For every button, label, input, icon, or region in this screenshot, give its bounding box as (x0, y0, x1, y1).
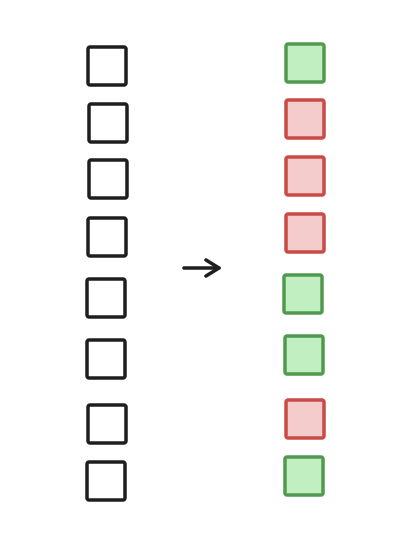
red-box (284, 212, 326, 254)
green-box (284, 42, 326, 84)
green-box (283, 334, 325, 376)
arrow-right-icon (182, 258, 221, 278)
green-box (283, 455, 325, 497)
red-box (284, 98, 326, 140)
empty-box (85, 460, 127, 502)
left-box-column (85, 45, 129, 502)
empty-box (85, 277, 127, 319)
empty-box (87, 158, 129, 200)
empty-box (86, 216, 128, 258)
empty-box (86, 403, 128, 445)
right-box-column (282, 42, 326, 497)
empty-box (87, 102, 129, 144)
green-box (282, 273, 324, 315)
empty-box (86, 45, 128, 87)
red-box (284, 155, 326, 197)
empty-box (85, 338, 127, 380)
red-box (284, 398, 326, 440)
